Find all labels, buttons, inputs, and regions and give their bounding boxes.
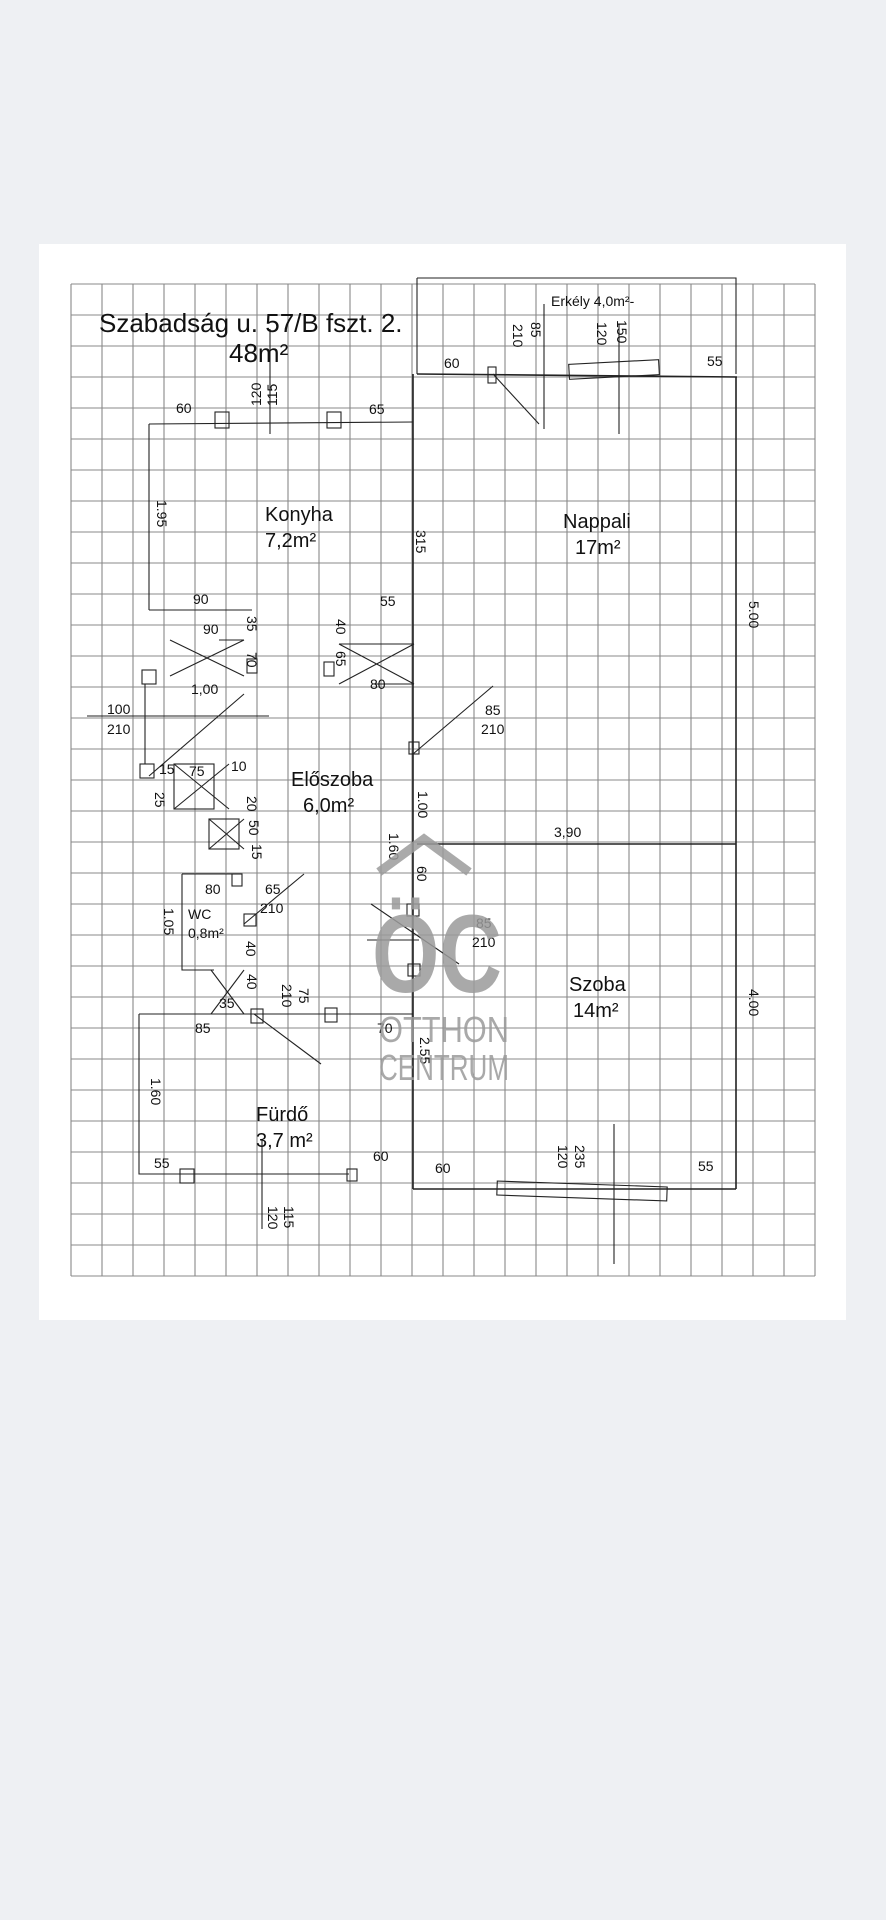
room-area-nappali: 17m² xyxy=(575,537,621,559)
dim-label: 120 xyxy=(555,1145,571,1169)
dim-label: 1,00 xyxy=(191,681,218,697)
dim-label: 65 xyxy=(265,881,281,897)
grid xyxy=(70,283,816,1277)
dim-label: 1.05 xyxy=(161,908,177,935)
dim-label: 15 xyxy=(249,844,265,860)
dim-label: 55 xyxy=(698,1158,714,1174)
dim-label: 10 xyxy=(231,758,247,774)
otthon-centrum-watermark: ÖC OTTHON CENTRUM xyxy=(372,833,509,1088)
dim-label: 80 xyxy=(370,676,386,692)
dim-label: 1.95 xyxy=(154,500,170,527)
dim-label: 55 xyxy=(380,593,396,609)
dim-label: 35 xyxy=(244,616,260,632)
room-name-szoba: Szoba xyxy=(569,974,627,996)
dim-label: 60 xyxy=(435,1160,451,1176)
dim-label: 4.00 xyxy=(746,989,762,1016)
dim-label: 85 xyxy=(485,702,501,718)
dim-label: 60 xyxy=(414,866,430,882)
dim-label: 210 xyxy=(472,934,496,950)
room-name-furdo: Fürdő xyxy=(256,1104,308,1126)
room-area-wc: 0,8m² xyxy=(188,925,224,941)
dim-label: 55 xyxy=(707,353,723,369)
dim-label: 90 xyxy=(193,591,209,607)
dim-label: 120 xyxy=(594,322,610,346)
room-name-konyha: Konyha xyxy=(265,504,334,526)
dim-label: 210 xyxy=(107,721,131,737)
dim-label: 1.60 xyxy=(148,1078,164,1105)
dim-label: 60 xyxy=(176,400,192,416)
doors xyxy=(139,304,668,1264)
watermark-line1: OTTHON xyxy=(379,1009,509,1050)
dim-label: 115 xyxy=(264,383,280,406)
dim-label: 40 xyxy=(244,974,260,990)
dim-label: 40 xyxy=(243,941,259,957)
dim-label: 120 xyxy=(248,382,264,406)
dim-label: 60 xyxy=(444,355,460,371)
dim-label: 15 xyxy=(159,761,175,777)
room-area-szoba: 14m² xyxy=(573,1000,619,1022)
plan-title: Szabadság u. 57/B fszt. 2. xyxy=(99,308,403,338)
room-name-wc: WC xyxy=(188,906,211,922)
watermark-logo: ÖC xyxy=(372,893,502,1016)
dim-label: 115 xyxy=(281,1206,297,1229)
floor-plan-card: Szabadság u. 57/B fszt. 2. 48m² Erkély 4… xyxy=(39,244,846,1320)
dim-label: 65 xyxy=(333,651,349,667)
room-area-konyha: 7,2m² xyxy=(265,530,316,552)
dim-label: 75 xyxy=(189,763,205,779)
dim-label: 65 xyxy=(369,401,385,417)
dim-label: 150 xyxy=(614,320,630,344)
dim-label: 120 xyxy=(265,1206,281,1230)
floor-plan-drawing: Szabadság u. 57/B fszt. 2. 48m² Erkély 4… xyxy=(70,277,816,1277)
dim-label: 3,90 xyxy=(554,824,581,840)
dim-label: 75 xyxy=(296,988,312,1004)
dim-label: 50 xyxy=(246,820,262,836)
dim-label: 210 xyxy=(481,721,505,737)
room-name-eloszoba: Előszoba xyxy=(291,769,374,791)
dim-label: 70 xyxy=(377,1020,393,1036)
dim-label: 2.55 xyxy=(417,1037,433,1064)
dim-label: 20 xyxy=(244,796,260,812)
dimension-labels: 60 120 115 65 1.95 90 90 35 70 1,00 100 … xyxy=(107,320,762,1230)
dim-label: 5.00 xyxy=(746,601,762,628)
walls xyxy=(87,277,738,1190)
dim-label: 1.00 xyxy=(415,791,431,818)
watermark-line2: CENTRUM xyxy=(379,1047,509,1088)
dim-label: 210 xyxy=(510,324,526,348)
room-name-nappali: Nappali xyxy=(563,511,631,533)
dim-label: 90 xyxy=(203,621,219,637)
room-area-furdo: 3,7 m² xyxy=(256,1130,313,1152)
dim-label: 100 xyxy=(107,701,131,717)
dim-label: 55 xyxy=(154,1155,170,1171)
dim-label: 60 xyxy=(373,1148,389,1164)
dim-label: 80 xyxy=(205,881,221,897)
room-area-eloszoba: 6,0m² xyxy=(303,795,354,817)
dim-label: 70 xyxy=(244,652,260,668)
dim-label: 25 xyxy=(152,792,168,808)
dim-label: 315 xyxy=(413,530,429,554)
dim-label: 35 xyxy=(219,995,235,1011)
balcony-label: Erkély 4,0m²- xyxy=(551,293,635,309)
dim-label: 85 xyxy=(476,915,492,931)
dim-label: 235 xyxy=(572,1145,588,1169)
dim-label: 210 xyxy=(260,900,284,916)
dim-label: 210 xyxy=(279,984,295,1008)
dim-label: 40 xyxy=(333,619,349,635)
plan-area: 48m² xyxy=(229,338,289,368)
dim-label: 85 xyxy=(195,1020,211,1036)
dim-label: 85 xyxy=(528,322,544,338)
